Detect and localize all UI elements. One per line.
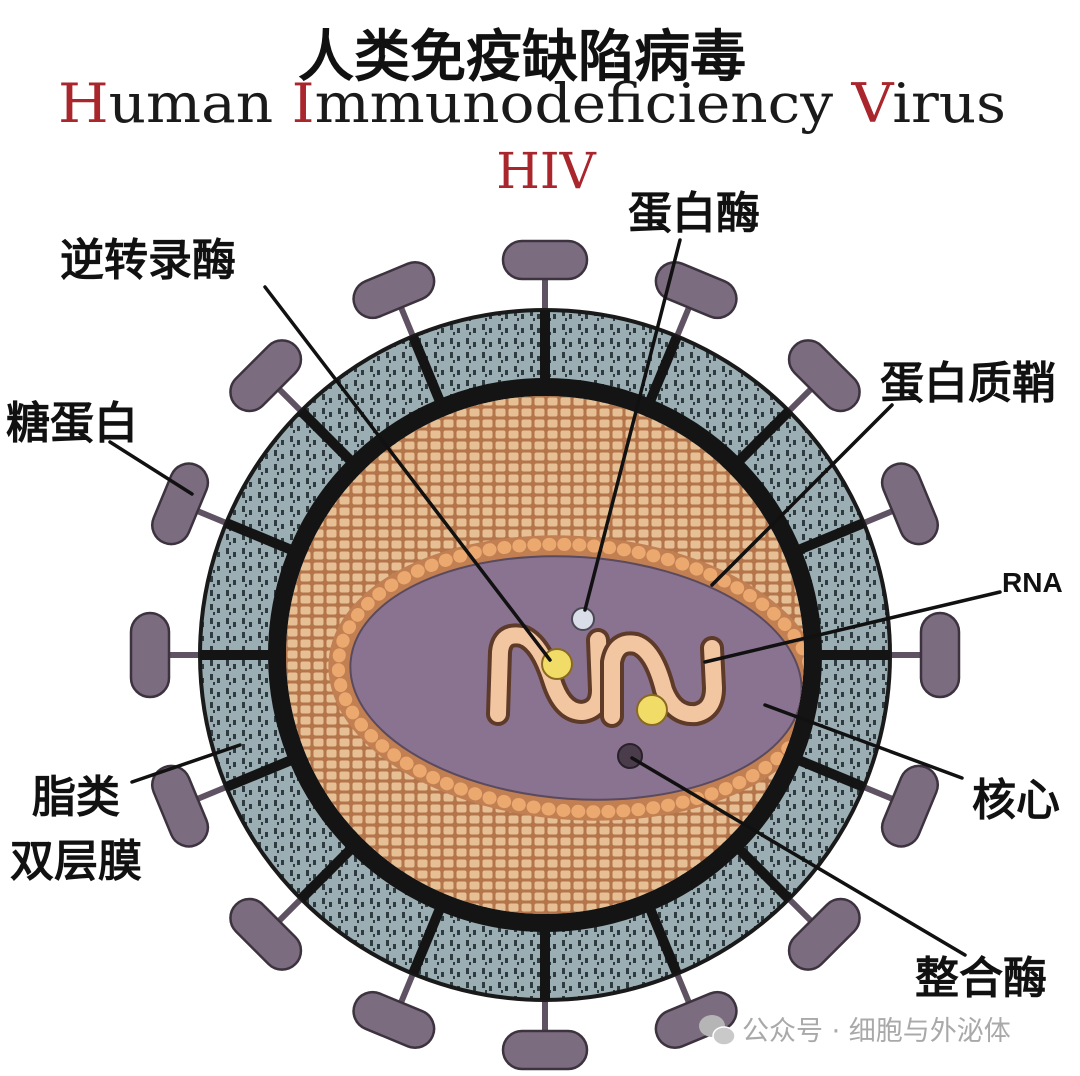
glycoprotein xyxy=(501,1029,589,1071)
label-lipid-bilayer-line1: 脂类 xyxy=(32,772,120,823)
rna-strand xyxy=(604,635,722,724)
leader-protease xyxy=(583,238,682,612)
label-rna: RNA xyxy=(1002,567,1063,598)
core xyxy=(328,535,804,821)
leader-capsid xyxy=(710,403,894,587)
glycoprotein xyxy=(129,611,171,699)
integrase-dot xyxy=(617,743,643,769)
glycoprotein-stalk xyxy=(194,507,230,527)
subtitle-initial: V xyxy=(850,72,894,135)
leader-glycoprotein xyxy=(108,440,194,496)
glycoprotein xyxy=(787,339,861,413)
label-core: 核心 xyxy=(972,775,1060,826)
label-capsid: 蛋白质鞘 xyxy=(880,358,1056,409)
subtitle: Human Immunodeficiency Virus xyxy=(58,72,1006,135)
ring-divider xyxy=(645,334,682,403)
leader-lines xyxy=(108,238,1002,957)
glycoprotein xyxy=(880,462,939,546)
glycoprotein-stalk xyxy=(194,783,230,803)
protease-dot xyxy=(571,607,595,631)
glycoprotein xyxy=(229,897,303,971)
glycoprotein xyxy=(787,897,861,971)
wechat-icon xyxy=(699,1015,736,1046)
ring-divider xyxy=(735,407,793,465)
leader-rna xyxy=(703,590,1002,664)
ring-divider xyxy=(224,518,293,555)
watermark-text: 公众号 · 细胞与外泌体 xyxy=(742,1016,1011,1047)
lipid-bilayer xyxy=(268,378,822,932)
rna-strands xyxy=(486,623,726,728)
ring-divider xyxy=(408,334,445,403)
glycoprotein xyxy=(352,990,436,1049)
glycoprotein-stalk xyxy=(860,783,896,803)
glycoprotein xyxy=(501,239,589,281)
leader-integrase xyxy=(630,756,967,957)
glycoprotein xyxy=(919,611,961,699)
glycoprotein-stalk xyxy=(785,895,815,925)
glycoprotein xyxy=(654,261,738,320)
rna-strand xyxy=(490,627,608,722)
subtitle-initial: I xyxy=(292,72,315,135)
ring-divider xyxy=(735,845,793,903)
ring-divider xyxy=(408,907,445,976)
reverse-transcriptase-dot xyxy=(636,694,668,726)
glycoprotein xyxy=(229,339,303,413)
ring-divider xyxy=(645,907,682,976)
label-glycoprotein: 糖蛋白 xyxy=(6,398,138,449)
glycoprotein-stalk xyxy=(785,385,815,415)
ring-divider xyxy=(797,755,866,792)
core-band-dots xyxy=(331,537,804,819)
glycoprotein-stalk xyxy=(673,304,693,340)
glycoprotein xyxy=(151,462,210,546)
ring-divider xyxy=(224,755,293,792)
label-protease: 蛋白酶 xyxy=(628,188,760,239)
glycoprotein-stalk xyxy=(397,970,417,1006)
title: 人类免疫缺陷病毒 xyxy=(298,25,746,90)
label-reverse-transcriptase: 逆转录酶 xyxy=(60,235,236,286)
glycoprotein xyxy=(654,990,738,1049)
ring-dividers xyxy=(200,310,890,1000)
glycoprotein xyxy=(352,261,436,320)
glycoprotein xyxy=(151,764,210,848)
abbreviation: HIV xyxy=(496,142,596,200)
glycoprotein-stalk xyxy=(673,970,693,1006)
subtitle-initial: H xyxy=(58,72,109,135)
glycoprotein-stalk xyxy=(275,385,305,415)
label-integrase: 整合酶 xyxy=(915,953,1047,1004)
glycoprotein-stalk xyxy=(275,895,305,925)
leader-reverse-transcriptase xyxy=(263,285,552,662)
glycoprotein-group xyxy=(129,239,961,1071)
glycoprotein xyxy=(880,764,939,848)
ring-divider xyxy=(797,518,866,555)
leader-core xyxy=(763,703,964,780)
leader-lipid-bilayer xyxy=(130,743,242,784)
glycoprotein-stalk xyxy=(860,507,896,527)
glycoprotein-stalk xyxy=(397,304,417,340)
ring-divider xyxy=(297,845,355,903)
label-lipid-bilayer-line2: 双层膜 xyxy=(10,836,142,887)
ring-divider xyxy=(297,407,355,465)
